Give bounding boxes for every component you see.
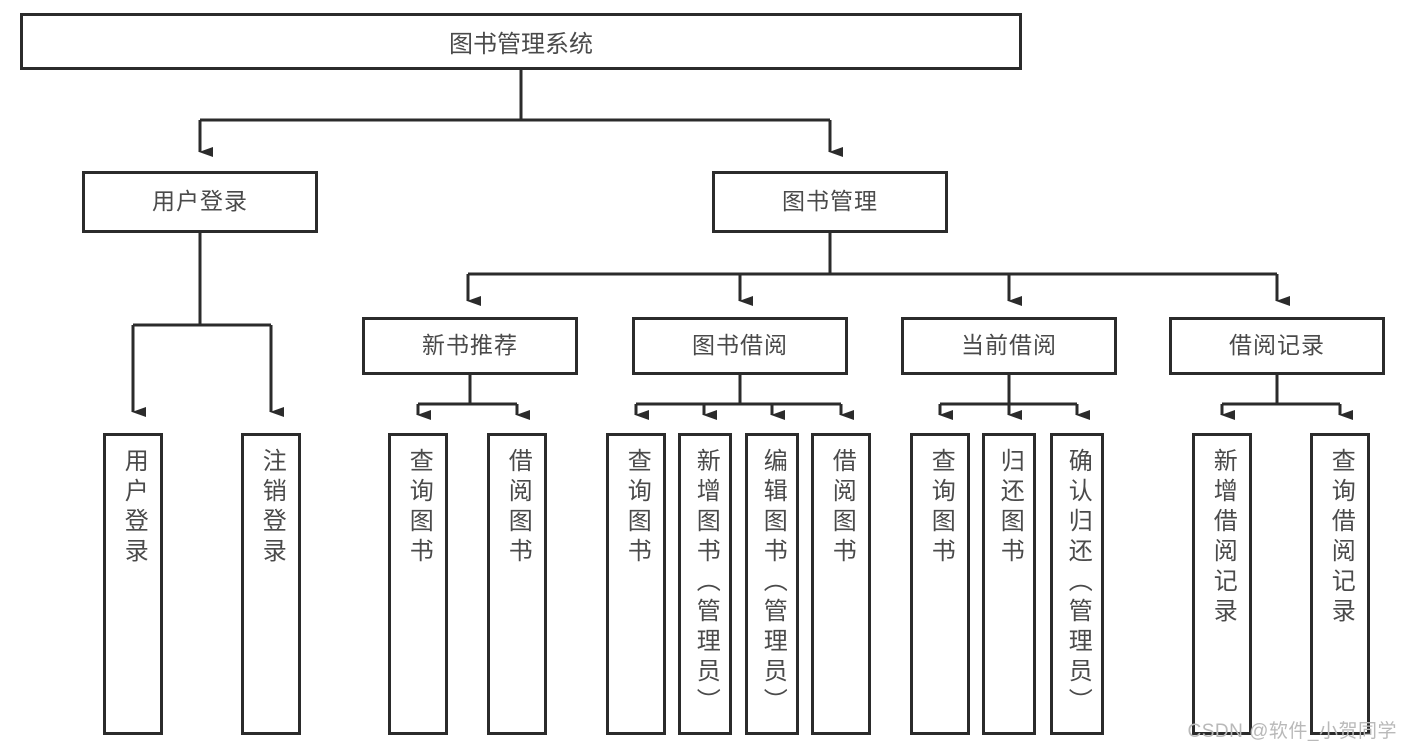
leaf-label: 借阅图书 [504,448,532,568]
leaf-query-borrow-record[interactable]: 查询借阅记录 [1310,433,1370,735]
node-current-borrow[interactable]: 当前借阅 [901,317,1117,375]
leaf-label: 用户登录 [120,448,148,568]
node-label: 图书借阅 [692,332,788,359]
node-label: 图书管理系统 [449,31,593,58]
leaf-confirm-return-admin[interactable]: 确认归还（管理员） [1050,433,1104,735]
leaf-edit-book-admin[interactable]: 编辑图书（管理员） [745,433,799,735]
node-book-borrow[interactable]: 图书借阅 [632,317,848,375]
leaf-label: 注销登录 [258,448,286,568]
leaf-label: 确认归还（管理员） [1064,448,1092,718]
leaf-label: 查询借阅记录 [1327,448,1355,628]
node-new-book-recommend[interactable]: 新书推荐 [362,317,578,375]
node-label: 用户登录 [152,188,248,215]
node-label: 借阅记录 [1229,332,1325,359]
leaf-label: 查询图书 [405,448,433,568]
leaf-user-login[interactable]: 用户登录 [103,433,163,735]
node-book-management[interactable]: 图书管理 [712,171,948,233]
leaf-borrow-book-recommend[interactable]: 借阅图书 [487,433,547,735]
leaf-add-borrow-record[interactable]: 新增借阅记录 [1192,433,1252,735]
node-label: 新书推荐 [422,332,518,359]
leaf-return-book[interactable]: 归还图书 [982,433,1036,735]
node-root-book-management-system[interactable]: 图书管理系统 [20,13,1022,70]
node-label: 当前借阅 [961,332,1057,359]
leaf-query-book-current[interactable]: 查询图书 [910,433,970,735]
leaf-label: 编辑图书（管理员） [759,448,787,718]
leaf-add-book-admin[interactable]: 新增图书（管理员） [678,433,732,735]
leaf-label: 借阅图书 [828,448,856,568]
leaf-label: 归还图书 [996,448,1024,568]
node-label: 图书管理 [782,188,878,215]
leaf-user-logout[interactable]: 注销登录 [241,433,301,735]
watermark-text: CSDN @软件_小贺同学 [1187,721,1397,742]
leaf-query-book-borrow[interactable]: 查询图书 [606,433,666,735]
leaf-label: 查询图书 [623,448,651,568]
leaf-label: 查询图书 [927,448,955,568]
leaf-query-book-recommend[interactable]: 查询图书 [388,433,448,735]
leaf-label: 新增借阅记录 [1209,448,1237,628]
node-borrow-record[interactable]: 借阅记录 [1169,317,1385,375]
leaf-label: 新增图书（管理员） [692,448,720,718]
node-user-login[interactable]: 用户登录 [82,171,318,233]
leaf-borrow-book[interactable]: 借阅图书 [811,433,871,735]
